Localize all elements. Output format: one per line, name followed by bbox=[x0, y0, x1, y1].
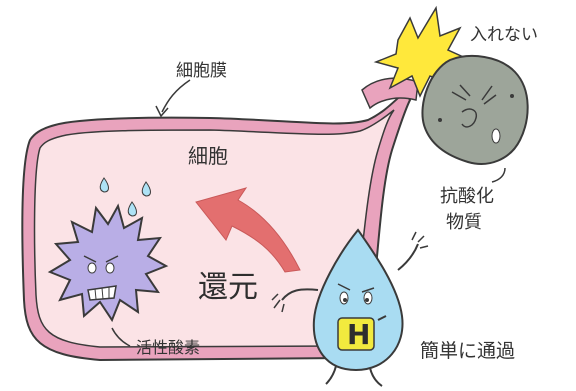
membrane-fold bbox=[361, 77, 419, 110]
cannot-enter-label: 入れない bbox=[470, 25, 538, 45]
antioxidant-label-line2: 物質 bbox=[446, 212, 482, 233]
antioxidant-label-line1: 抗酸化 bbox=[440, 186, 494, 207]
pass-easily-label: 簡単に通過 bbox=[420, 340, 516, 362]
antioxidant-pointer bbox=[491, 167, 506, 183]
cell-label: 細胞 bbox=[188, 144, 228, 168]
membrane-label: 細胞膜 bbox=[176, 61, 227, 81]
hydrogen-character-icon bbox=[271, 228, 429, 387]
membrane-pointer-head bbox=[155, 105, 169, 118]
sweat-drop-icon bbox=[99, 177, 109, 193]
sweat-drop-icon bbox=[127, 201, 137, 217]
membrane-pointer-arrow bbox=[161, 79, 191, 113]
active-oxygen-character-icon bbox=[47, 203, 169, 323]
reduction-arrow-icon bbox=[195, 187, 301, 273]
antioxidant-character-icon bbox=[421, 55, 529, 165]
active-oxygen-label: 活性酸素 bbox=[136, 338, 201, 357]
sweat-drop-icon bbox=[141, 181, 151, 197]
reduction-label: 還元 bbox=[198, 270, 258, 305]
hydrogen-h-mark: H bbox=[347, 318, 371, 351]
active-oxygen-face bbox=[83, 255, 119, 301]
active-oxygen-pointer bbox=[111, 327, 131, 347]
